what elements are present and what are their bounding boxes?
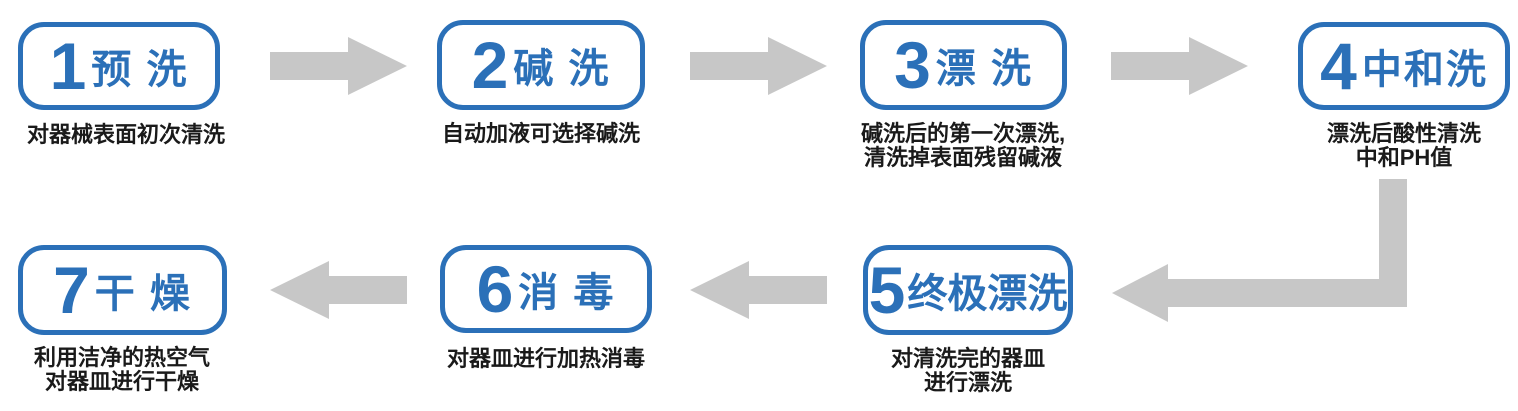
step-number: 3 xyxy=(894,28,931,102)
step-box-5: 5 终极漂洗 xyxy=(863,245,1073,335)
step-label: 碱 洗 xyxy=(513,46,611,91)
step-label: 中和洗 xyxy=(1361,47,1488,92)
step-number: 5 xyxy=(868,253,906,327)
arrow-right-icon xyxy=(270,37,407,95)
step-box-1: 1 预 洗 xyxy=(18,22,220,110)
step-caption-5: 对清洗完的器皿 进行漂洗 xyxy=(891,347,1045,395)
caption-line: 利用洁净的热空气 xyxy=(33,345,211,370)
step-label: 消 毒 xyxy=(518,270,616,315)
caption-line: 漂洗后酸性清洗 xyxy=(1326,121,1482,146)
step-number: 2 xyxy=(471,28,509,102)
caption-line: 清洗掉表面残留碱液 xyxy=(863,145,1062,170)
step-box-3: 3 漂 洗 xyxy=(860,20,1067,110)
step-caption-6: 对器皿进行加热消毒 xyxy=(447,347,645,371)
arrow-head xyxy=(690,261,749,319)
step-caption-4: 漂洗后酸性清洗 中和PH值 xyxy=(1327,122,1481,170)
caption-line: 中和PH值 xyxy=(1355,145,1453,170)
arrow-shaft xyxy=(747,276,827,304)
caption-line: 对器皿进行干燥 xyxy=(44,369,200,394)
arrow-head xyxy=(348,37,407,95)
step-number: 6 xyxy=(476,252,514,326)
step-label: 终极漂洗 xyxy=(907,271,1068,316)
caption-line: 对清洗完的器皿 xyxy=(890,346,1046,371)
step-caption-3: 碱洗后的第一次漂洗, 清洗掉表面残留碱液 xyxy=(861,122,1065,170)
step-number: 7 xyxy=(53,253,90,327)
step-caption-2: 自动加液可选择碱洗 xyxy=(442,122,640,146)
caption-line: 碱洗后的第一次漂洗, xyxy=(860,121,1066,146)
step-box-6: 6 消 毒 xyxy=(440,245,652,333)
arrow-shaft xyxy=(270,52,350,80)
step-caption-1: 对器械表面初次清洗 xyxy=(27,123,225,147)
arrow-shaft xyxy=(1111,52,1191,80)
step-label: 漂 洗 xyxy=(935,46,1033,91)
arrow-right-icon xyxy=(690,37,827,95)
caption-line: 进行漂洗 xyxy=(923,370,1013,395)
arrow-right-icon xyxy=(1111,37,1248,95)
arrow-left-icon xyxy=(690,261,827,319)
arrow-head xyxy=(270,261,329,319)
step-label: 干 燥 xyxy=(94,271,192,316)
step-number: 4 xyxy=(1320,29,1357,103)
step-label: 预 洗 xyxy=(91,47,189,92)
step-box-2: 2 碱 洗 xyxy=(437,20,645,110)
arrow-shaft xyxy=(690,52,770,80)
arrow-head xyxy=(768,37,827,95)
elbow-arrow-left-head-icon xyxy=(1112,264,1168,322)
caption-line: 对器皿进行加热消毒 xyxy=(446,346,646,371)
step-box-7: 7 干 燥 xyxy=(18,245,227,335)
step-number: 1 xyxy=(49,29,87,103)
step-caption-7: 利用洁净的热空气 对器皿进行干燥 xyxy=(34,346,210,394)
caption-line: 对器械表面初次清洗 xyxy=(26,122,226,147)
arrow-head xyxy=(1189,37,1248,95)
caption-line: 自动加液可选择碱洗 xyxy=(441,121,641,146)
elbow-arrow-horizontal-bar xyxy=(1166,279,1407,307)
arrow-left-icon xyxy=(270,261,407,319)
arrow-shaft xyxy=(327,276,407,304)
step-box-4: 4 中和洗 xyxy=(1298,22,1510,110)
